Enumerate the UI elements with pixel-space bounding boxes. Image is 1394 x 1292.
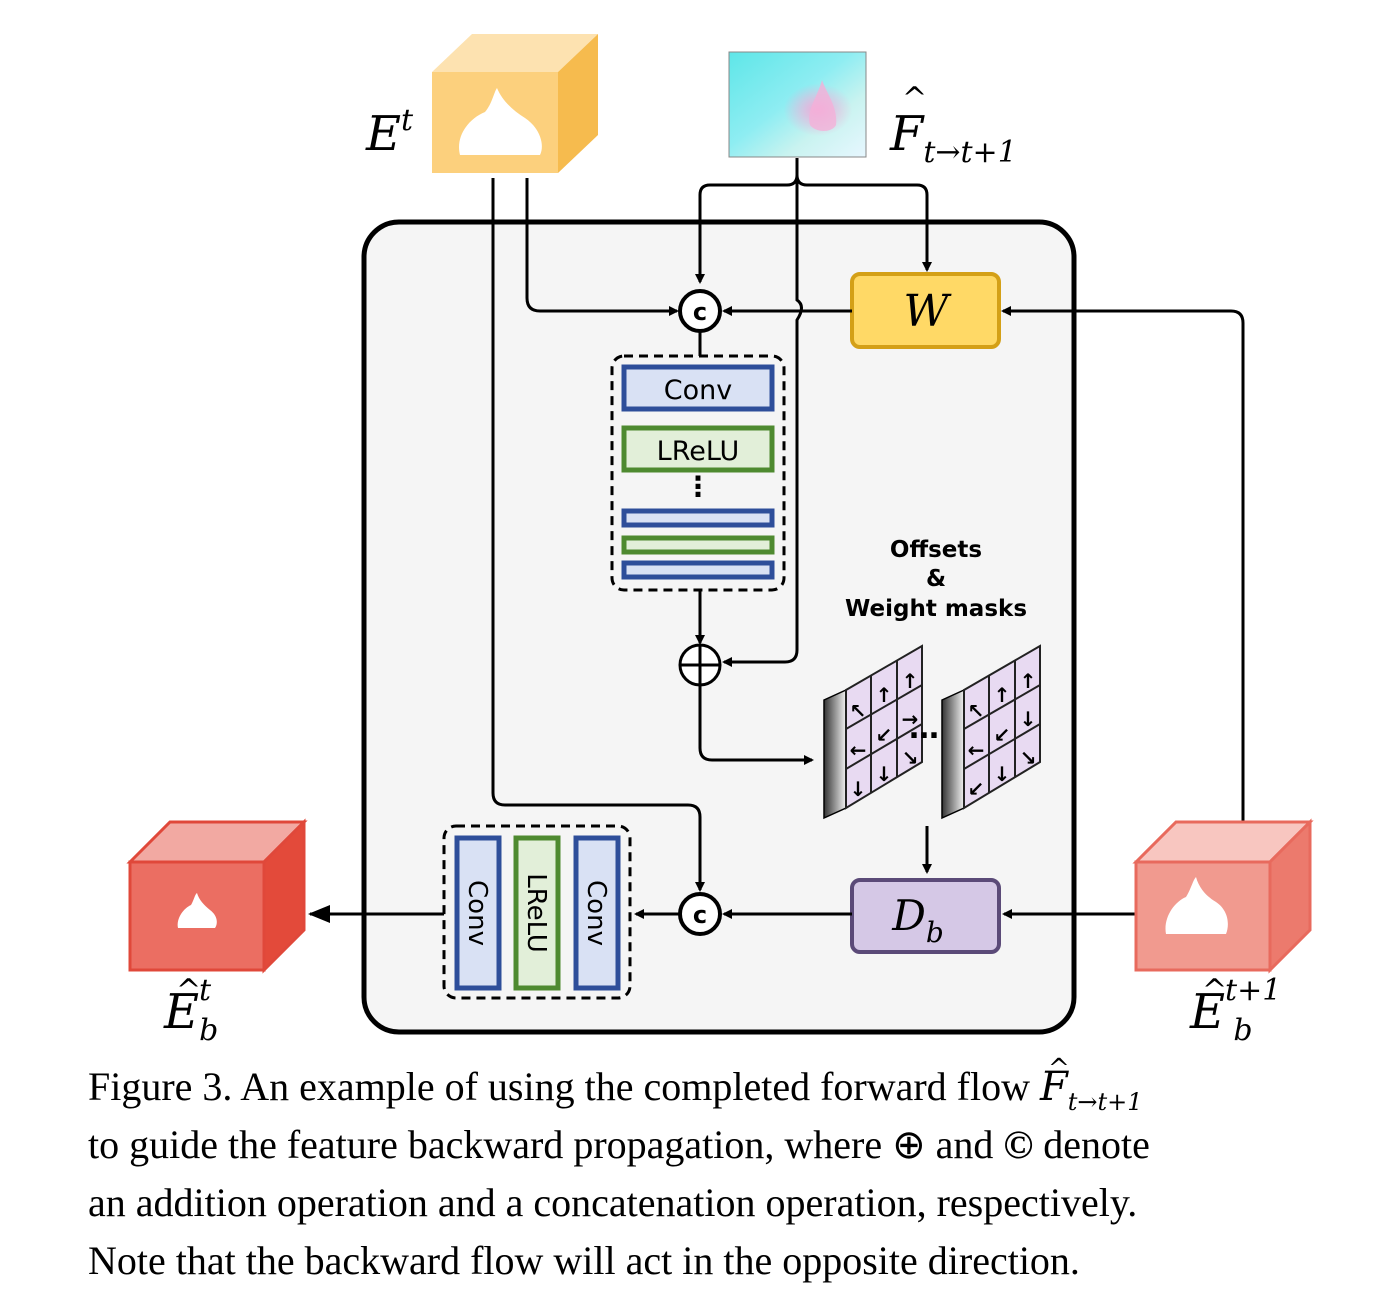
offset-grid-right: ↖ ↑ ↑ ← ↙ ↓ ↙ ↓ ↘ <box>941 644 1041 820</box>
svg-text:↓: ↓ <box>876 762 893 786</box>
caption-line-4: Note that the backward flow will act in … <box>88 1238 1080 1283</box>
conv-thin-2 <box>621 560 775 580</box>
conv-block <box>621 364 775 412</box>
caption-line-2-c: denote <box>1033 1122 1150 1167</box>
svg-text:↘: ↘ <box>902 746 919 770</box>
svg-text:←: ← <box>850 738 867 762</box>
figure-caption: Figure 3. An example of using the comple… <box>88 1054 1363 1290</box>
warp-label: W <box>903 286 952 337</box>
caption-flow-symbol: ^F <box>1040 1054 1070 1110</box>
svg-text:←: ← <box>968 738 985 762</box>
svg-text:↙: ↙ <box>994 723 1011 747</box>
svg-text:↓: ↓ <box>994 762 1011 786</box>
addition-op <box>678 643 722 687</box>
svg-text:↑: ↑ <box>1020 669 1037 693</box>
caption-line-2-b: and <box>925 1122 1004 1167</box>
flow-hat: ^ <box>902 81 927 116</box>
grid-ellipsis: … <box>909 711 939 746</box>
ebt-output-cube <box>126 818 308 974</box>
svg-text:↑: ↑ <box>994 683 1011 707</box>
concat-bottom: c <box>678 892 722 936</box>
conv-thin-1 <box>621 508 775 528</box>
output-stack: Conv LReLU Conv <box>442 824 632 1000</box>
svg-text:↓: ↓ <box>1020 707 1037 731</box>
add-to-offsets-arrow <box>698 685 814 765</box>
svg-text:↙: ↙ <box>968 777 985 801</box>
caption-line-3: an addition operation and a concatenatio… <box>88 1180 1138 1225</box>
caption-line-1-text: Figure 3. An example of using the comple… <box>88 1064 1040 1109</box>
offsets-amp: & <box>926 566 946 592</box>
ebt1-to-warp-arrow <box>1001 306 1245 822</box>
svg-text:↑: ↑ <box>902 669 919 693</box>
caption-concat-symbol: © <box>1003 1122 1034 1167</box>
caption-oplus: ⊕ <box>892 1122 926 1167</box>
concat-top: c <box>678 289 722 333</box>
svg-text:↖: ↖ <box>968 699 985 723</box>
out-conv-2 <box>573 835 621 991</box>
stack-vdots: ⋮ <box>684 470 712 503</box>
lrelu-block <box>621 425 775 473</box>
caption-line-2: to guide the feature backward propagatio… <box>88 1116 1363 1174</box>
out-lrelu <box>513 835 561 991</box>
diagram-canvas: Et Ft→t+1 ^ W c Conv LReLU ⋮ <box>126 34 1314 1048</box>
caption-line-2-a: to guide the feature backward propagatio… <box>88 1122 893 1167</box>
svg-text:c: c <box>693 901 707 929</box>
et-connections <box>491 178 705 892</box>
out-conv-1 <box>454 835 502 991</box>
caption-line-1: Figure 3. An example of using the comple… <box>88 1054 1363 1116</box>
et-feature-cube <box>432 34 598 173</box>
flow-image <box>728 51 867 158</box>
svg-text:↘: ↘ <box>1020 746 1037 770</box>
lrelu-thin <box>621 535 775 555</box>
svg-text:c: c <box>693 298 707 326</box>
module-panel <box>361 219 1077 1035</box>
svg-text:→: → <box>902 707 919 731</box>
svg-text:↖: ↖ <box>850 699 867 723</box>
dcn-label: Db <box>891 891 944 949</box>
flow-connections <box>695 158 932 667</box>
ebt1-hat: ^ <box>1202 973 1227 1008</box>
lrelu-label: LReLU <box>657 436 740 467</box>
conv-label: Conv <box>664 375 732 406</box>
ebt1-input-cube <box>1132 818 1314 974</box>
svg-text:↓: ↓ <box>850 777 867 801</box>
et-label: Et <box>365 103 414 162</box>
ebt-hat: ^ <box>176 973 201 1008</box>
conv-stack: Conv LReLU ⋮ <box>610 354 786 592</box>
out-conv-1-label: Conv <box>462 880 492 946</box>
offsets-label: Offsets <box>890 537 982 563</box>
warp-block: W <box>850 272 1001 349</box>
svg-text:↙: ↙ <box>876 723 893 747</box>
flow-label: Ft→t+1 <box>889 106 1017 170</box>
svg-text:↑: ↑ <box>876 683 893 707</box>
offset-grid-left: ↖ ↑ ↑ ← ↙ → ↓ ↓ ↘ <box>823 644 923 820</box>
weight-masks-label: Weight masks <box>845 596 1027 622</box>
dcn-block: Db <box>850 878 1001 954</box>
out-conv-2-label: Conv <box>581 880 611 946</box>
caption-flow-sub: t→t+1 <box>1067 1088 1143 1116</box>
out-lrelu-label: LReLU <box>521 873 551 953</box>
